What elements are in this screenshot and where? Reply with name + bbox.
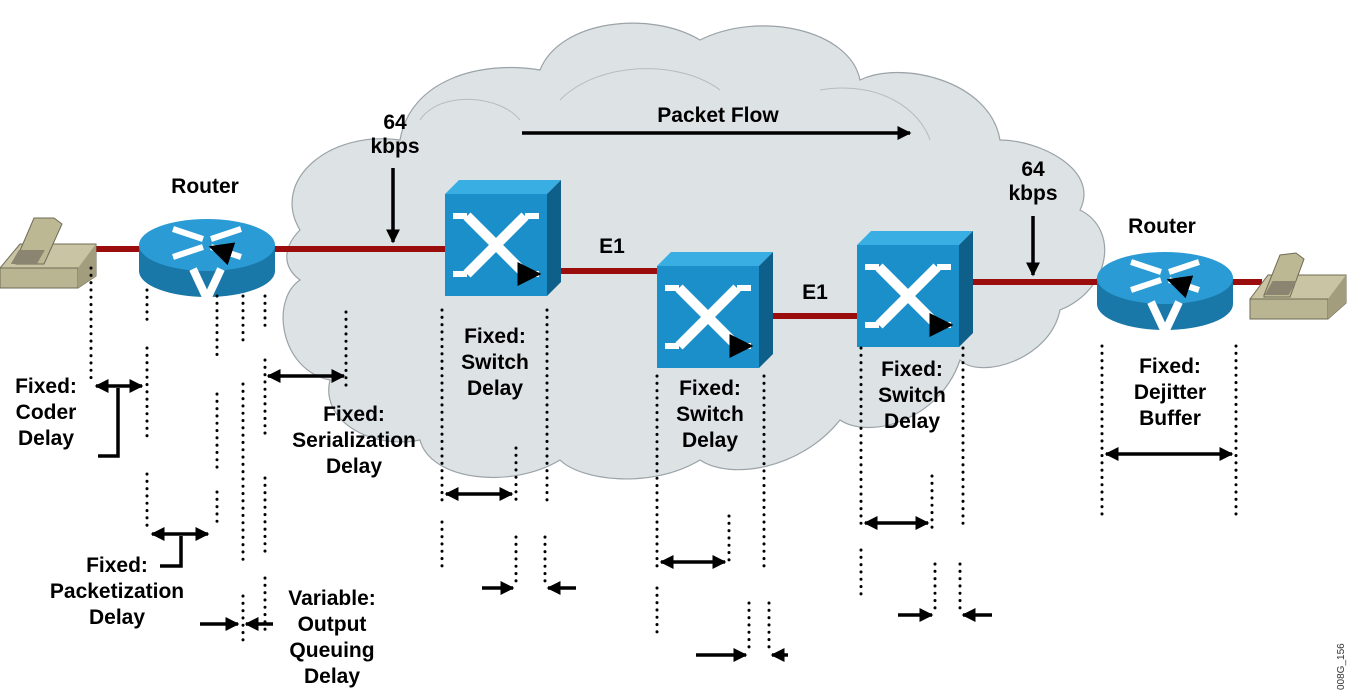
dejitter-line2: Dejitter — [1134, 381, 1206, 404]
switch-3-icon — [857, 231, 973, 347]
switch1-delay-line2: Switch — [461, 351, 529, 374]
switch3-delay-line2: Switch — [878, 384, 946, 407]
links — [90, 246, 1262, 319]
switch3-delay-line3: Delay — [884, 410, 940, 433]
switch2-delay-line3: Delay — [682, 429, 738, 452]
packet-flow-label: Packet Flow — [657, 104, 779, 127]
switch2-delay-line1: Fixed: — [679, 377, 741, 400]
switch-1-icon — [445, 180, 561, 296]
switch2-delay-label: Fixed: Switch Delay — [676, 377, 744, 452]
delay-arrows — [94, 369, 1234, 662]
serialization-delay-label: Fixed: Serialization Delay — [292, 403, 416, 478]
e1-label-2: E1 — [802, 281, 828, 304]
router-left-label: Router — [171, 175, 239, 198]
rate-right-line1: 64 — [1021, 158, 1045, 181]
phone-left-icon — [0, 217, 97, 289]
switch3-delay-line1: Fixed: — [881, 358, 943, 381]
coder-delay-line1: Fixed: — [15, 375, 77, 398]
switch3-delay-label: Fixed: Switch Delay — [878, 358, 946, 433]
switch2-delay-line2: Switch — [676, 403, 744, 426]
output-queuing-delay-label: Variable: Output Queuing Delay — [288, 587, 376, 688]
serialization-delay-line1: Fixed: — [323, 403, 385, 426]
switch1-delay-label: Fixed: Switch Delay — [461, 325, 529, 400]
switch-2-icon — [657, 252, 773, 368]
packetization-delay-line2: Packetization — [50, 580, 184, 603]
rate-left-line2: kbps — [370, 135, 419, 158]
packetization-delay-bracket — [160, 536, 183, 568]
e1-label-1: E1 — [599, 235, 625, 258]
dejitter-line3: Buffer — [1139, 407, 1201, 430]
rate-left-line1: 64 — [383, 111, 407, 134]
switch1-delay-line3: Delay — [467, 377, 523, 400]
figure-id: 008G_156 — [1336, 643, 1347, 690]
serialization-delay-line3: Delay — [326, 455, 382, 478]
router-left-icon — [139, 219, 275, 309]
router-right-label: Router — [1128, 215, 1196, 238]
coder-delay-line2: Coder — [16, 401, 77, 424]
phone-right-icon — [1249, 252, 1347, 320]
queuing-delay-line2: Output — [298, 613, 367, 636]
packetization-delay-line3: Delay — [89, 606, 145, 629]
packetization-delay-line1: Fixed: — [86, 554, 148, 577]
cloud-fold — [559, 68, 721, 101]
queuing-delay-line3: Queuing — [289, 639, 374, 662]
queuing-delay-line1: Variable: — [288, 587, 376, 610]
coder-delay-bracket — [98, 388, 120, 458]
packetization-delay-label: Fixed: Packetization Delay — [50, 554, 184, 629]
coder-delay-line3: Delay — [18, 427, 74, 450]
switch1-delay-line1: Fixed: — [464, 325, 526, 348]
cloud-fold — [419, 98, 521, 121]
rate-right-line2: kbps — [1008, 182, 1057, 205]
router-right-icon — [1097, 252, 1233, 342]
dejitter-buffer-label: Fixed: Dejitter Buffer — [1134, 355, 1206, 430]
cloud-fold — [819, 87, 931, 141]
dejitter-line1: Fixed: — [1139, 355, 1201, 378]
queuing-delay-line4: Delay — [304, 665, 360, 688]
coder-delay-label: Fixed: Coder Delay — [15, 375, 77, 450]
serialization-delay-line2: Serialization — [292, 429, 416, 452]
